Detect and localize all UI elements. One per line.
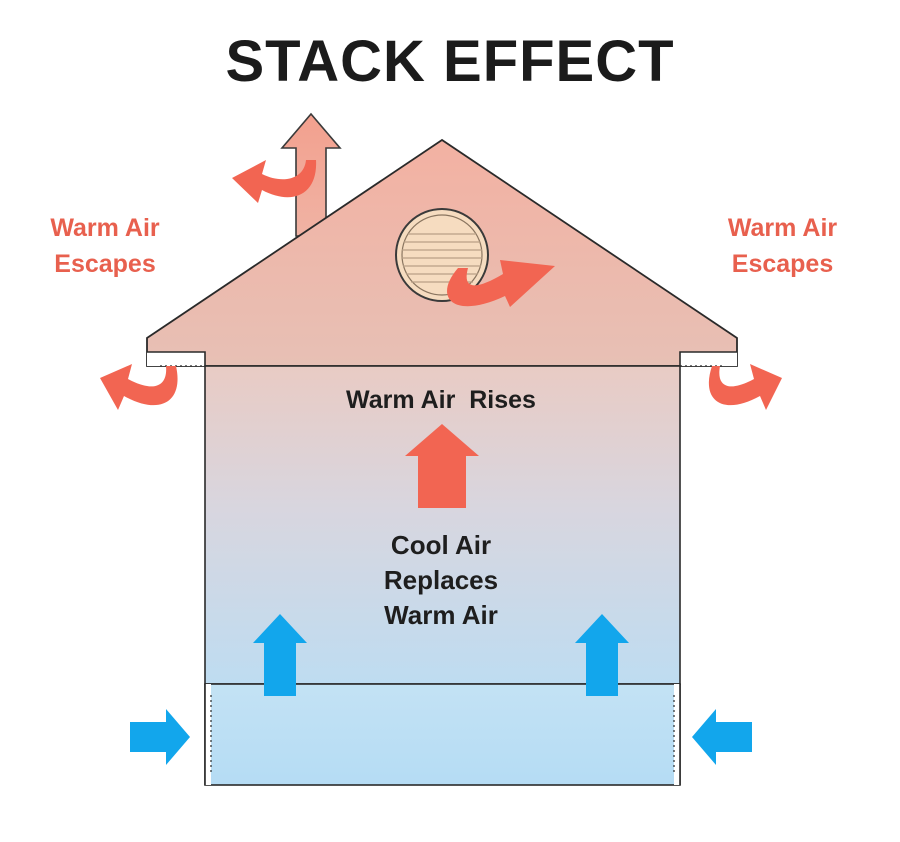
curved-arrow-icon — [232, 160, 317, 203]
label-line: Warm Air — [384, 600, 498, 630]
up-arrow-icon — [405, 424, 479, 508]
label-line: Escapes — [54, 250, 156, 278]
warm-air-escapes-right-label: Warm Air Escapes — [705, 210, 860, 282]
up-arrow-icon — [253, 614, 307, 696]
left-arrow-icon — [692, 709, 752, 765]
diagram-title: STACK EFFECT — [225, 29, 675, 94]
up-arrow-icon — [575, 614, 629, 696]
cool-air-replaces-label: Cool Air Replaces Warm Air — [340, 528, 542, 633]
curved-arrow-icon — [100, 364, 178, 410]
curved-arrow-icon — [708, 364, 782, 410]
warm-air-escapes-left-label: Warm Air Escapes — [30, 210, 180, 282]
ground-floor — [204, 683, 681, 786]
curved-arrow-icon — [447, 260, 555, 307]
label-line: Warm Air — [727, 214, 838, 242]
right-arrow-icon — [130, 709, 190, 765]
label-line: Escapes — [731, 250, 834, 278]
label-line: Cool Air — [390, 530, 492, 560]
label-line: Warm Air — [50, 214, 160, 242]
warm-air-rises-label: Warm Air Rises — [346, 386, 536, 414]
label-line: Replaces — [383, 565, 499, 595]
